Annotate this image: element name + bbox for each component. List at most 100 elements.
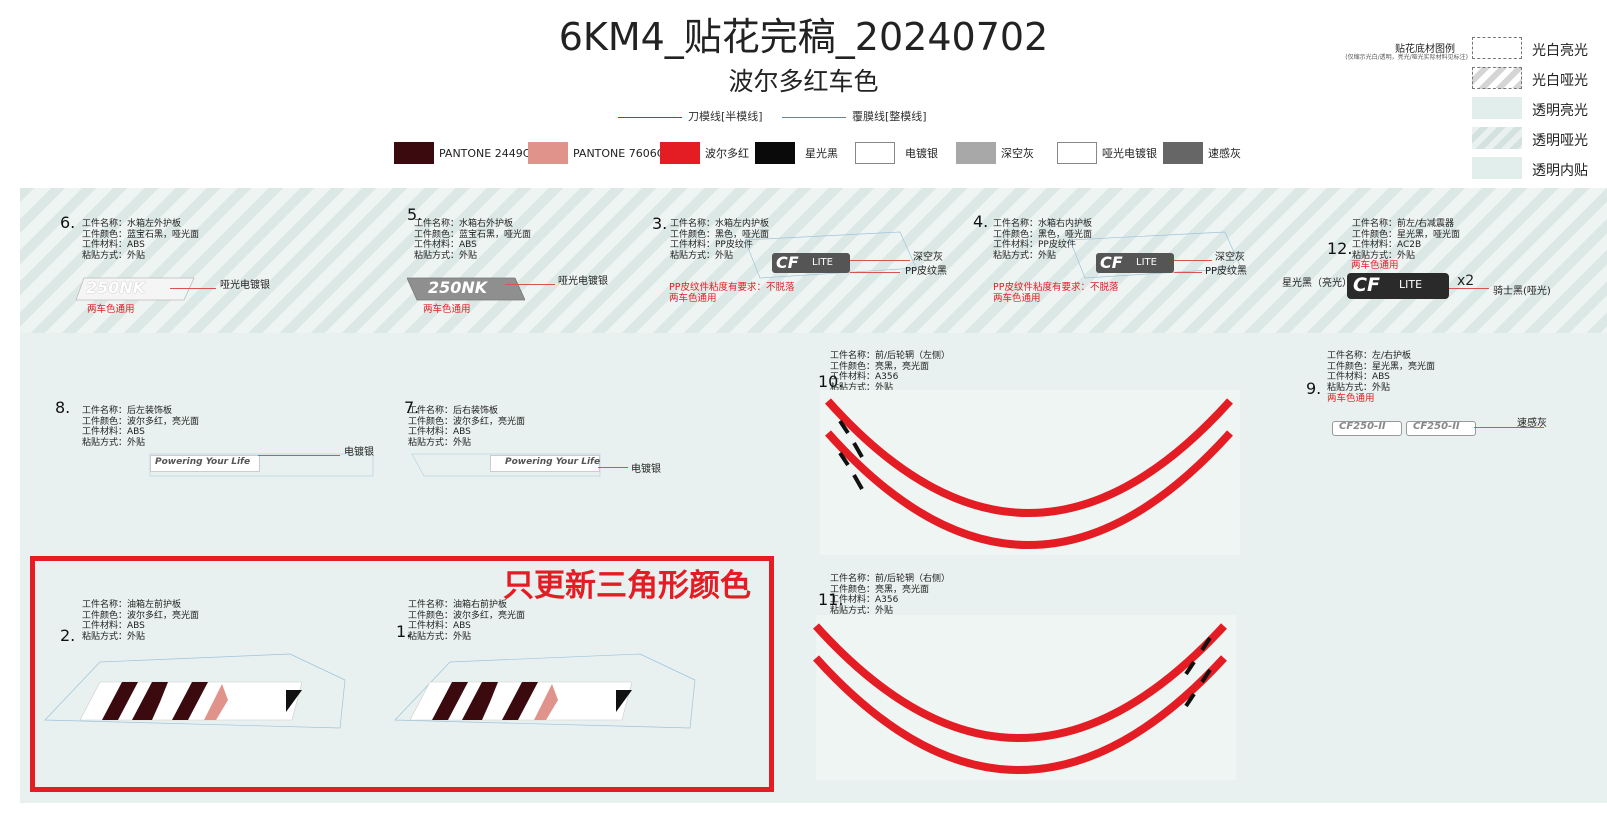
callout-leader [598, 467, 628, 468]
swatch-label: 哑光电镀银 [1102, 147, 1157, 160]
swatch-chip [1057, 142, 1097, 164]
callout-label: 电镀银 [344, 447, 374, 458]
callout-label: 速感灰 [1517, 418, 1547, 429]
part-number: 3. [652, 214, 668, 233]
decal-250nk-left [76, 277, 195, 301]
material-legend-note: (仅缩示光白/透明，亮光/哑光实际材料见标注) [1345, 54, 1468, 61]
swatch-chip [1163, 142, 1203, 164]
swatch-label: PANTONE 2449C [439, 146, 531, 160]
swatch-chip [755, 142, 795, 164]
badge-sub-text: LITE [1399, 278, 1423, 291]
callout-label: PP皮纹黑 [1205, 266, 1248, 277]
material-sample [1472, 97, 1522, 119]
badge-sub-text: LITE [1136, 257, 1157, 268]
callout-label: 骑士黑(哑光) [1493, 286, 1551, 297]
material-label: 透明哑光 [1532, 133, 1588, 149]
callout-label: PP皮纹黑 [905, 266, 948, 277]
slogan-text: Powering Your Life [505, 457, 601, 467]
color-scheme-subtitle: 波尔多红车色 [728, 67, 879, 96]
part-number: 4. [973, 212, 989, 231]
cf-lite-badge-dark: CF LITE [1347, 273, 1449, 299]
part-info: 工件名称：左/右护板 工件颜色：星光黑，亮光面 工件材料：ABS 粘贴方式：外贴 [1327, 351, 1436, 393]
part-number: 12. [1327, 239, 1353, 258]
swatch-chip [855, 142, 895, 164]
callout-leader [505, 284, 555, 285]
swatch-label: 星光黑 [805, 147, 838, 160]
swatch-chrome-silver: 电镀银 [855, 142, 938, 164]
film-line-label: 覆膜线[整模线] [852, 110, 927, 123]
part-number: 10. [818, 372, 844, 391]
material-matte-white: 光白哑光 [1472, 67, 1602, 91]
material-legend-heading: 贴花底材图例 [1395, 44, 1455, 55]
cf250-decal-right: CF250-II [1406, 421, 1476, 436]
callout-leader [850, 272, 900, 273]
cut-line-label: 刀模线[半模线] [688, 110, 763, 123]
callout-label: 哑光电镀银 [558, 276, 608, 287]
page-title: 6KM4_贴花完稿_20240702 [558, 15, 1049, 59]
callout-leader [1174, 272, 1202, 273]
part-info: 工件名称：前左/右减震器 工件颜色：星光黑，哑光面 工件材料：AC2B 粘贴方式… [1352, 219, 1461, 261]
swatch-pantone-7606c: PANTONE 7606C [528, 142, 664, 164]
wheel-rim-stripe-right [813, 615, 1236, 780]
part-info: 工件名称：水箱左外护板 工件颜色：蓝宝石黑，哑光面 工件材料：ABS 粘贴方式：… [82, 219, 200, 261]
swatch-starlight-black: 星光黑 [755, 142, 838, 164]
part-info: 工件名称：后左装饰板 工件颜色：波尔多红，亮光面 工件材料：ABS 粘贴方式：外… [82, 406, 200, 448]
callout-label: 哑光电镀银 [220, 280, 270, 291]
cut-line-legend: 刀模线[半模线] [618, 108, 763, 124]
material-sample [1472, 37, 1522, 59]
part-number: 9. [1306, 379, 1322, 398]
swatch-label: 电镀银 [905, 147, 938, 160]
part-note: PP皮纹件粘度有要求：不脱落 两车色通用 [993, 282, 1119, 304]
quantity-label: x2 [1457, 273, 1475, 289]
material-label: 透明亮光 [1532, 103, 1588, 119]
part-note: 两车色通用 [423, 304, 471, 315]
film-line-legend: 覆膜线[整模线] [782, 108, 927, 124]
swatch-chip [660, 142, 700, 164]
swatch-speed-gray: 速感灰 [1163, 142, 1241, 164]
update-highlight-frame [30, 556, 774, 792]
callout-label: 深空灰 [913, 252, 943, 263]
callout-label: 星光黑（亮光） [1282, 278, 1352, 289]
slogan-decal: Powering Your Life [490, 455, 600, 472]
callout-leader [258, 455, 340, 456]
film-line-sample [782, 116, 846, 118]
part-info: 工件名称：水箱左内护板 工件颜色：黑色，哑光面 工件材料：PP皮纹件 粘贴方式：… [670, 219, 770, 261]
material-label: 光白亮光 [1532, 43, 1588, 59]
material-sample [1472, 157, 1522, 179]
part-number: 2. [60, 626, 76, 645]
part-note: PP皮纹件粘度有要求：不脱落 两车色通用 [669, 282, 795, 304]
material-sample [1472, 127, 1522, 149]
swatch-deep-space-gray: 深空灰 [956, 142, 1034, 164]
part-number: 11. [818, 590, 844, 609]
decal-logo-text: CF250-II [1339, 421, 1386, 432]
part-number: 8. [55, 398, 71, 417]
part-number: 7. [404, 398, 420, 417]
part-number: 5. [407, 205, 423, 224]
slogan-decal: Powering Your Life [150, 455, 260, 472]
swatch-pantone-2449c: PANTONE 2449C [394, 142, 530, 164]
rear-panel-outline [411, 453, 601, 477]
material-clear-gloss: 透明亮光 [1472, 97, 1602, 121]
part-info: 工件名称：水箱右外护板 工件颜色：蓝宝石黑，哑光面 工件材料：ABS 粘贴方式：… [414, 219, 532, 261]
callout-leader [170, 288, 216, 289]
callout-label: 深空灰 [1215, 252, 1245, 263]
tank-panel-left-decal [44, 653, 346, 729]
cut-line-sample [618, 116, 682, 118]
cf-lite-badge: CF LITE [1096, 253, 1174, 273]
inner-guard-outline [1069, 231, 1242, 279]
part-number: 6. [60, 213, 76, 232]
part-note: 两车色通用 [87, 304, 135, 315]
badge-main-text: CF [1100, 253, 1123, 272]
callout-leader [1174, 260, 1212, 261]
callout-leader [1474, 427, 1544, 428]
decal-250nk-right [407, 277, 525, 301]
cf-lite-badge: CF LITE [772, 253, 850, 273]
swatch-matte-chrome-silver: 哑光电镀银 [1057, 142, 1157, 164]
swatch-chip [394, 142, 434, 164]
slogan-text: Powering Your Life [155, 457, 251, 467]
badge-main-text: CF [776, 253, 799, 272]
decal-logo-text: CF250-II [1413, 421, 1460, 432]
swatch-label: 深空灰 [1001, 147, 1034, 160]
material-gloss-white: 光白亮光 [1472, 37, 1602, 61]
material-clear-inner: 透明内贴 [1472, 157, 1602, 181]
